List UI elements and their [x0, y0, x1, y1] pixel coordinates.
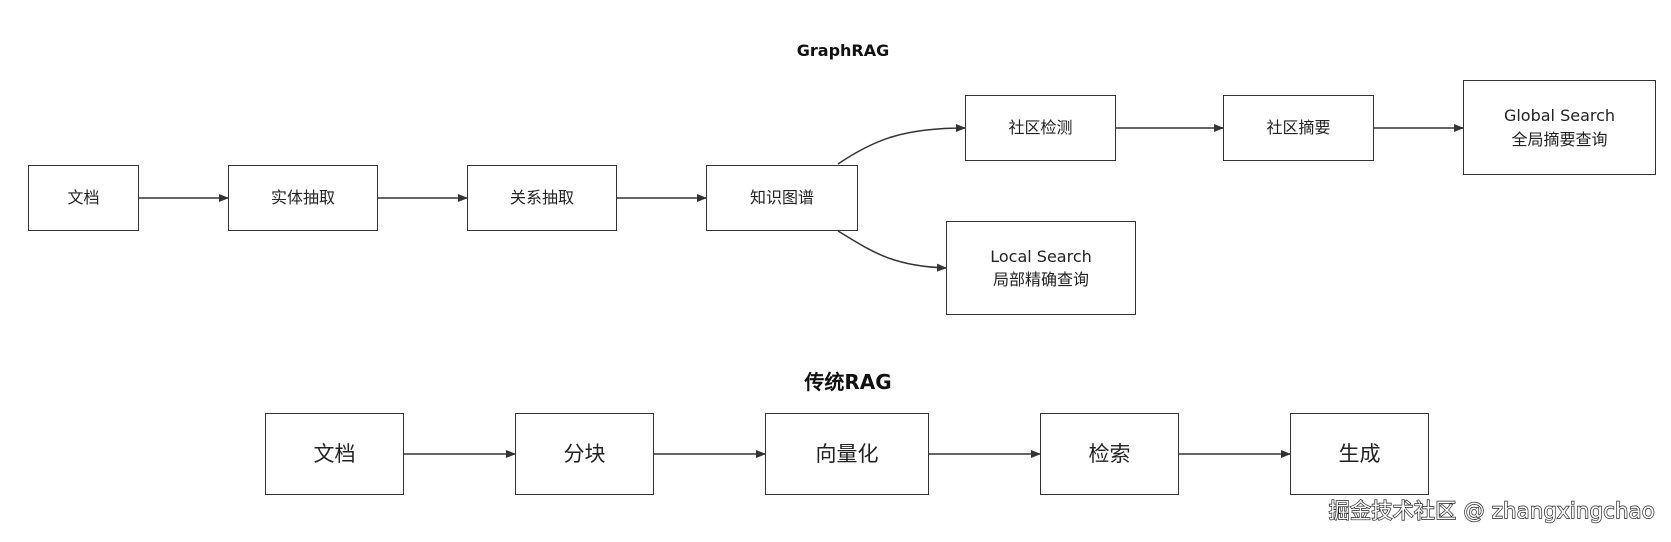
- watermark: 掘金技术社区 @ zhangxingchao: [1328, 498, 1655, 523]
- node-trad-document: 文档: [265, 413, 404, 495]
- node-global-search-line1: Global Search: [1503, 106, 1616, 126]
- node-trad-document-label: 文档: [313, 441, 356, 466]
- node-relation-extraction-label: 关系抽取: [509, 188, 574, 208]
- node-generation-label: 生成: [1338, 441, 1381, 466]
- node-relation-extraction: 关系抽取: [467, 165, 617, 231]
- node-retrieval: 检索: [1040, 413, 1179, 495]
- node-vectorization: 向量化: [765, 413, 929, 495]
- node-entity-extraction: 实体抽取: [228, 165, 378, 231]
- node-community-detection: 社区检测: [965, 95, 1116, 161]
- graphrag-title: GraphRAG: [796, 41, 890, 60]
- node-community-summary: 社区摘要: [1223, 95, 1374, 161]
- traditional-rag-title: 传统RAG: [804, 370, 892, 394]
- node-document-label: 文档: [67, 188, 100, 208]
- node-community-summary-label: 社区摘要: [1266, 118, 1331, 138]
- node-chunking: 分块: [515, 413, 654, 495]
- node-global-search: Global Search 全局摘要查询: [1463, 80, 1656, 175]
- node-knowledge-graph-label: 知识图谱: [749, 188, 814, 208]
- node-local-search: Local Search 局部精确查询: [946, 221, 1136, 315]
- node-community-detection-label: 社区检测: [1008, 118, 1073, 138]
- node-global-search-line2: 全局摘要查询: [1511, 129, 1608, 149]
- node-local-search-line1: Local Search: [990, 246, 1092, 266]
- node-document: 文档: [28, 165, 139, 231]
- node-chunking-label: 分块: [563, 441, 606, 466]
- node-local-search-line2: 局部精确查询: [992, 270, 1089, 289]
- node-vectorization-label: 向量化: [815, 441, 879, 466]
- arrow-kg-to-community-detect: [837, 124, 966, 165]
- node-knowledge-graph: 知识图谱: [706, 165, 858, 231]
- node-retrieval-label: 检索: [1088, 441, 1131, 466]
- node-entity-extraction-label: 实体抽取: [270, 188, 335, 208]
- node-generation: 生成: [1290, 413, 1429, 495]
- arrow-kg-to-local-search: [837, 230, 947, 272]
